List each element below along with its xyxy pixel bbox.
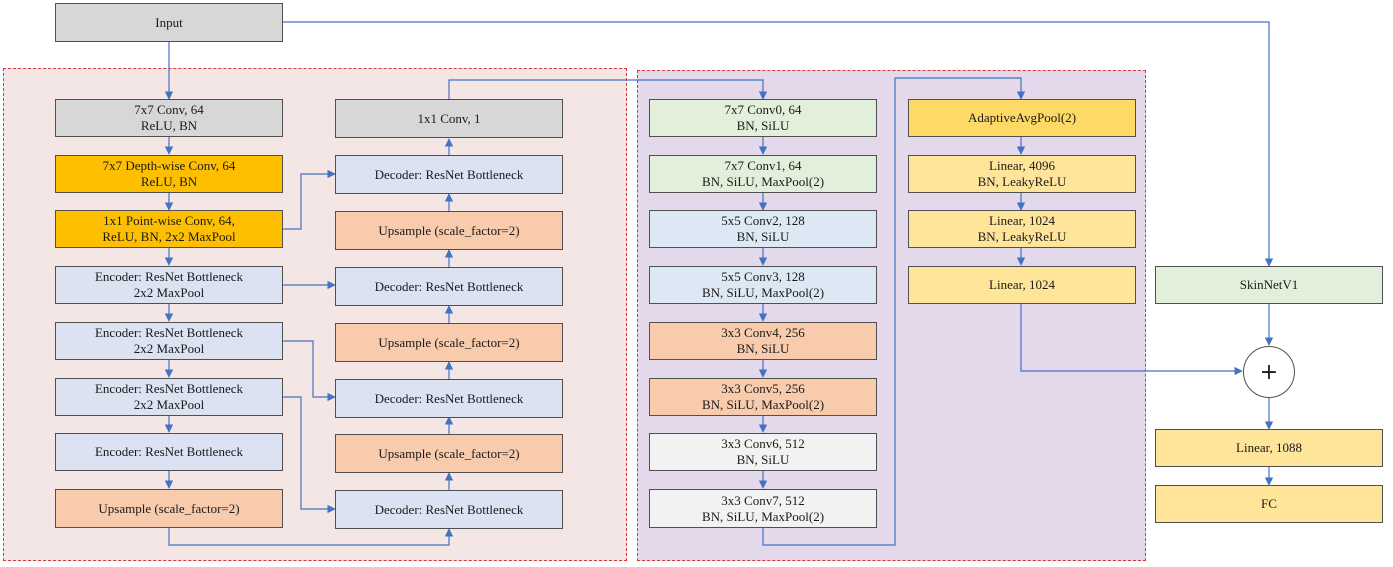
- node-line: 7x7 Depth-wise Conv, 64: [102, 158, 236, 173]
- node-line: 5x5 Conv3, 128: [721, 269, 805, 284]
- linear-1088-node: Linear, 1088: [1155, 429, 1383, 467]
- skip-encoder3-to-decoder: [283, 396, 336, 514]
- arrow-head-to-add: [1020, 304, 1243, 376]
- upsample-node: Upsample (scale_factor=2): [335, 211, 563, 250]
- node-line: BN, LeakyReLU: [977, 229, 1067, 244]
- node-line: Decoder: ResNet Bottleneck: [374, 166, 524, 182]
- node-line: Encoder: ResNet Bottleneck: [94, 269, 243, 284]
- node-line: Upsample (scale_factor=2): [98, 500, 240, 516]
- fc-node: FC: [1155, 485, 1383, 523]
- segmentation-branch-region: [3, 68, 627, 561]
- decoder-node: Decoder: ResNet Bottleneck: [335, 490, 563, 529]
- linear-4096-node: Linear, 4096 BN, LeakyReLU: [908, 155, 1136, 193]
- skip-encoder2-to-decoder: [283, 340, 336, 402]
- classification-branch-region: [637, 70, 1146, 561]
- node-line: 1x1 Point-wise Conv, 64,: [103, 213, 235, 228]
- node-line: ReLU, BN, 2x2 MaxPool: [102, 229, 236, 244]
- node-line: BN, SiLU: [736, 341, 790, 356]
- node-line: FC: [1261, 496, 1277, 511]
- node-line: Upsample (scale_factor=2): [378, 445, 520, 461]
- node-line: Linear, 4096: [989, 158, 1055, 173]
- node-line: BN, SiLU, MaxPool(2): [701, 397, 825, 412]
- conv3-node: 5x5 Conv3, 128 BN, SiLU, MaxPool(2): [649, 266, 877, 304]
- node-line: Decoder: ResNet Bottleneck: [374, 278, 524, 294]
- node-line: 2x2 MaxPool: [133, 341, 205, 356]
- decoder-node: Decoder: ResNet Bottleneck: [335, 267, 563, 306]
- node-line: Linear, 1024: [989, 277, 1055, 292]
- encoder-node: Encoder: ResNet Bottleneck: [55, 433, 283, 471]
- node-line: ReLU, BN: [140, 118, 198, 133]
- adaptive-pool-node: AdaptiveAvgPool(2): [908, 99, 1136, 137]
- node-line: 5x5 Conv2, 128: [721, 213, 805, 228]
- node-line: BN, SiLU, MaxPool(2): [701, 285, 825, 300]
- conv0-node: 7x7 Conv0, 64 BN, SiLU: [649, 99, 877, 137]
- node-line: BN, SiLU: [736, 452, 790, 467]
- encoder-node: Encoder: ResNet Bottleneck 2x2 MaxPool: [55, 266, 283, 304]
- add-operator: +: [1243, 346, 1295, 398]
- conv4-node: 3x3 Conv4, 256 BN, SiLU: [649, 322, 877, 360]
- node-line: ReLU, BN: [140, 174, 198, 189]
- node-line: Linear, 1024: [989, 213, 1055, 228]
- plus-icon: +: [1259, 359, 1279, 385]
- arrow-upsample-to-decoder: [168, 528, 454, 546]
- mask-conv-node: 1x1 Conv, 1: [335, 99, 563, 138]
- arrow-conv7-to-pool: [762, 77, 1026, 546]
- node-line: 7x7 Conv1, 64: [724, 158, 802, 173]
- conv5-node: 3x3 Conv5, 256 BN, SiLU, MaxPool(2): [649, 378, 877, 416]
- arrow-mask-to-conv0: [448, 79, 768, 100]
- node-line: 2x2 MaxPool: [133, 285, 205, 300]
- node-line: BN, SiLU: [736, 118, 790, 133]
- upsample-node: Upsample (scale_factor=2): [335, 323, 563, 362]
- node-line: AdaptiveAvgPool(2): [967, 110, 1077, 125]
- node-line: Decoder: ResNet Bottleneck: [374, 390, 524, 406]
- node-line: Upsample (scale_factor=2): [378, 222, 520, 238]
- node-line: Encoder: ResNet Bottleneck: [94, 444, 243, 459]
- skip-pointwise-to-decoder: [283, 169, 336, 230]
- input-label: Input: [155, 14, 183, 30]
- node-line: BN, SiLU: [736, 229, 790, 244]
- node-line: BN, SiLU, MaxPool(2): [701, 508, 825, 524]
- decoder-node: Decoder: ResNet Bottleneck: [335, 379, 563, 418]
- node-line: Upsample (scale_factor=2): [378, 334, 520, 350]
- decoder-node: Decoder: ResNet Bottleneck: [335, 155, 563, 194]
- conv1-node: 7x7 Conv1, 64 BN, SiLU, MaxPool(2): [649, 155, 877, 193]
- encoder-node: Encoder: ResNet Bottleneck 2x2 MaxPool: [55, 322, 283, 360]
- node-line: 7x7 Conv, 64: [134, 102, 204, 117]
- upsample-node: Upsample (scale_factor=2): [335, 434, 563, 473]
- stem-conv-node: 7x7 Conv, 64 ReLU, BN: [55, 99, 283, 137]
- conv6-node: 3x3 Conv6, 512 BN, SiLU: [649, 433, 877, 471]
- upsample-node: Upsample (scale_factor=2): [55, 489, 283, 528]
- skinnet-node: SkinNetV1: [1155, 266, 1383, 304]
- node-line: BN, LeakyReLU: [977, 174, 1067, 189]
- arrow-input-to-skinnet: [283, 21, 1274, 267]
- conv2-node: 5x5 Conv2, 128 BN, SiLU: [649, 210, 877, 248]
- conv7-node: 3x3 Conv7, 512 BN, SiLU, MaxPool(2): [649, 489, 877, 528]
- pointwise-conv-node: 1x1 Point-wise Conv, 64, ReLU, BN, 2x2 M…: [55, 210, 283, 248]
- input-node: Input: [55, 3, 283, 42]
- node-line: 2x2 MaxPool: [133, 397, 205, 412]
- linear-1024-output-node: Linear, 1024: [908, 266, 1136, 304]
- node-line: 3x3 Conv4, 256: [721, 325, 805, 340]
- node-line: 1x1 Conv, 1: [417, 110, 481, 126]
- node-line: 3x3 Conv6, 512: [721, 436, 805, 451]
- node-line: Decoder: ResNet Bottleneck: [374, 501, 524, 517]
- node-line: BN, SiLU, MaxPool(2): [701, 174, 825, 189]
- node-line: Linear, 1088: [1236, 440, 1302, 455]
- depthwise-conv-node: 7x7 Depth-wise Conv, 64 ReLU, BN: [55, 155, 283, 193]
- node-line: 7x7 Conv0, 64: [724, 102, 802, 117]
- encoder-node: Encoder: ResNet Bottleneck 2x2 MaxPool: [55, 378, 283, 416]
- node-line: Encoder: ResNet Bottleneck: [94, 325, 243, 340]
- node-line: 3x3 Conv5, 256: [721, 381, 805, 396]
- node-line: Encoder: ResNet Bottleneck: [94, 381, 243, 396]
- node-line: SkinNetV1: [1239, 277, 1299, 292]
- linear-1024-node: Linear, 1024 BN, LeakyReLU: [908, 210, 1136, 248]
- node-line: 3x3 Conv7, 512: [721, 492, 805, 508]
